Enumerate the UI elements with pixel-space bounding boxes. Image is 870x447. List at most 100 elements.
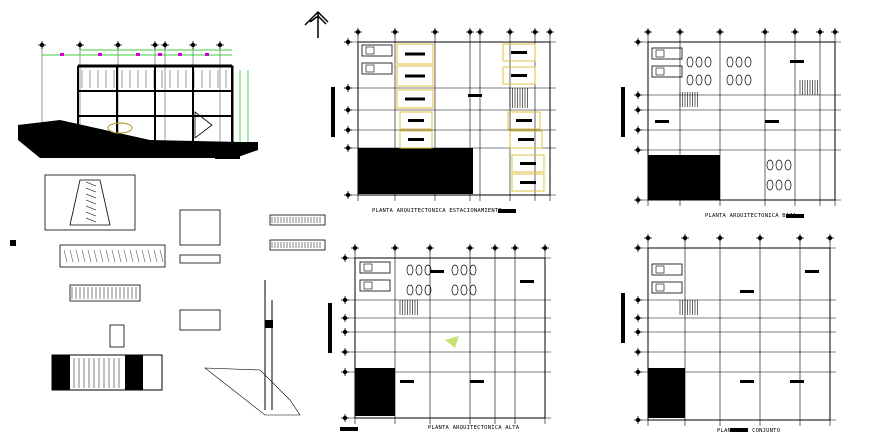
parking-stall	[511, 154, 545, 173]
terrain-section	[18, 120, 258, 158]
furniture	[686, 74, 694, 86]
title-underline-block	[498, 209, 516, 213]
parking-stall	[507, 111, 541, 130]
car-window	[655, 283, 665, 292]
solid-block	[355, 368, 395, 416]
furniture	[766, 179, 774, 191]
parking-stall	[509, 130, 543, 149]
hatch-line	[159, 249, 164, 263]
dimension-text	[136, 53, 140, 56]
plan-estacionamiento	[331, 28, 556, 213]
title-baja: PLANTA ARQUITECTONICA BAJA	[705, 213, 797, 219]
rebar	[85, 199, 97, 205]
title-underline-block	[730, 428, 748, 432]
slope-section	[204, 367, 301, 416]
dimension-text	[98, 53, 102, 56]
furniture	[744, 56, 752, 68]
car-symbol	[361, 44, 393, 57]
hatch-line	[63, 249, 68, 263]
furniture	[424, 264, 432, 276]
car-symbol	[361, 62, 393, 75]
car-window	[655, 67, 665, 76]
stall-label	[518, 138, 534, 141]
dimension-text	[60, 53, 64, 56]
hatch-area	[445, 336, 459, 348]
room-label	[790, 60, 804, 63]
hatch-line	[99, 249, 104, 263]
car-symbol	[651, 281, 683, 294]
furniture	[735, 74, 743, 86]
solid-block	[648, 368, 685, 418]
lintel-detail	[269, 239, 326, 251]
hatch-line	[81, 249, 86, 263]
car-symbol	[651, 263, 683, 276]
furniture	[415, 284, 423, 296]
furniture	[775, 179, 783, 191]
car-window	[655, 265, 665, 274]
dimension-text	[178, 53, 182, 56]
car-symbol	[359, 261, 391, 274]
furniture	[744, 74, 752, 86]
car-symbol	[651, 65, 683, 78]
dimension-text	[205, 53, 209, 56]
footing-detail	[44, 174, 136, 231]
furniture	[704, 56, 712, 68]
parking-stall	[396, 65, 434, 87]
title-estacionamiento: PLANTA ARQUITECTONICA ESTACIONAMIENTO	[372, 208, 502, 214]
hatch-line	[123, 249, 128, 263]
detail-symbol	[10, 240, 16, 246]
parking-stall	[396, 89, 434, 109]
plan-conjunto	[621, 234, 836, 432]
building-section-elevation	[18, 41, 258, 159]
wall-detail	[69, 284, 141, 302]
title-conjunto: PLANTA DE CONJUNTO	[717, 428, 780, 434]
room-label	[805, 270, 819, 273]
furniture	[469, 284, 477, 296]
furniture	[686, 56, 694, 68]
rebar	[85, 181, 97, 187]
plan-alta	[328, 244, 551, 431]
furniture	[775, 159, 783, 171]
furniture	[406, 284, 414, 296]
parking-stall	[502, 66, 536, 85]
stall-label	[405, 52, 425, 56]
stall-label	[408, 119, 424, 122]
furniture	[726, 56, 734, 68]
furniture	[460, 284, 468, 296]
furniture	[704, 74, 712, 86]
furniture	[766, 159, 774, 171]
hatch-line	[93, 249, 98, 263]
room-label	[520, 280, 534, 283]
stall-label	[511, 74, 527, 77]
car-symbol	[359, 279, 391, 292]
hatch-line	[111, 249, 116, 263]
furniture	[460, 264, 468, 276]
room-label	[430, 270, 444, 273]
parking-stall	[502, 43, 536, 62]
hatch-line	[129, 249, 134, 263]
room-label	[470, 380, 484, 383]
plan-outline	[357, 41, 551, 196]
furniture	[451, 264, 459, 276]
hatch-line	[105, 249, 110, 263]
rebar	[85, 217, 97, 223]
plan-outline	[354, 257, 546, 419]
car-window	[365, 46, 375, 55]
column-detail	[179, 254, 221, 264]
rebar	[85, 211, 97, 217]
furniture	[406, 264, 414, 276]
hatch-line	[75, 249, 80, 263]
stall-label	[405, 97, 425, 101]
car-window	[655, 49, 665, 58]
car-window	[363, 263, 373, 272]
wall-block	[265, 320, 273, 328]
hatch-line	[69, 249, 74, 263]
plan-outline	[647, 247, 831, 421]
column-detail	[179, 209, 221, 246]
room-label	[765, 120, 779, 123]
room-label	[655, 120, 669, 123]
furniture	[424, 284, 432, 296]
title-alta: PLANTA ARQUITECTONICA ALTA	[428, 425, 520, 431]
parking-stall	[399, 111, 433, 130]
solid-block	[648, 155, 720, 200]
